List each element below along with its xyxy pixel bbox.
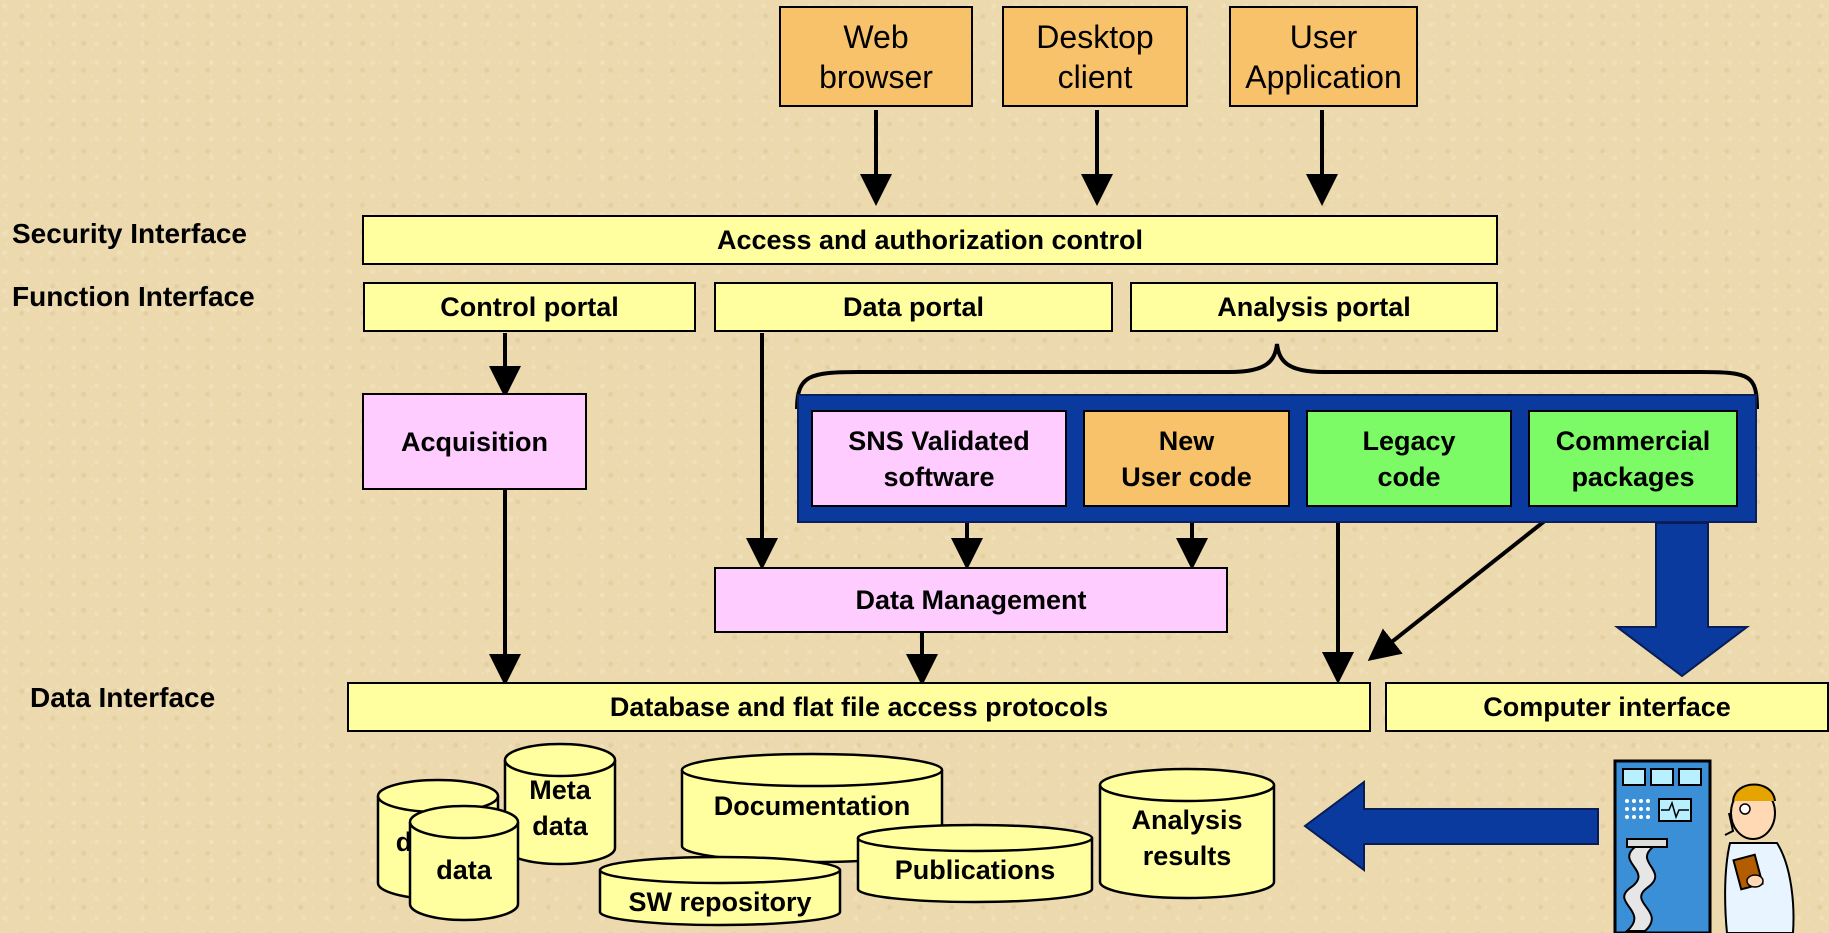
data-cylinder-front xyxy=(408,804,520,922)
user-application-box: User Application xyxy=(1229,6,1418,107)
sw-repository-cylinder xyxy=(598,855,842,927)
control-portal-bar: Control portal xyxy=(363,282,696,332)
analysis-results-label: Analysis results xyxy=(1131,805,1243,871)
computer-interface-bar: Computer interface xyxy=(1385,682,1829,732)
computer-operator-clipart-icon xyxy=(1613,759,1795,933)
data-management-box: Data Management xyxy=(714,567,1228,633)
publications-cylinder xyxy=(856,823,1094,904)
analysis-brace xyxy=(795,343,1759,410)
desktop-client-box: Desktop client xyxy=(1002,6,1188,107)
sns-validated-software-box: SNS Validated software xyxy=(811,410,1067,507)
sw-repository-label: SW repository xyxy=(628,887,812,917)
database-access-protocols-bar: Database and flat file access protocols xyxy=(347,682,1371,732)
analysis-results-cylinder xyxy=(1098,767,1276,900)
arrow-commercial-to-db xyxy=(1367,510,1558,661)
data-interface-label: Data Interface xyxy=(30,682,216,713)
function-interface-label: Function Interface xyxy=(12,281,255,312)
web-browser-box: Web browser xyxy=(779,6,973,107)
data-portal-bar: Data portal xyxy=(714,282,1113,332)
documentation-label: Documentation xyxy=(713,791,911,821)
legacy-code-box: Legacy code xyxy=(1306,410,1512,507)
commercial-packages-box: Commercial packages xyxy=(1528,410,1738,507)
meta-data-label: Meta data xyxy=(529,775,591,841)
data-label: data xyxy=(436,855,492,885)
access-control-bar: Access and authorization control xyxy=(362,215,1498,265)
analysis-portal-bar: Analysis portal xyxy=(1130,282,1498,332)
new-user-code-box: New User code xyxy=(1083,410,1290,507)
publications-label: Publications xyxy=(894,855,1056,885)
meta-data-cylinder xyxy=(503,742,617,866)
acquisition-box: Acquisition xyxy=(362,393,587,490)
data-back-fragment-label: d xyxy=(395,827,413,857)
security-interface-label: Security Interface xyxy=(12,218,247,249)
